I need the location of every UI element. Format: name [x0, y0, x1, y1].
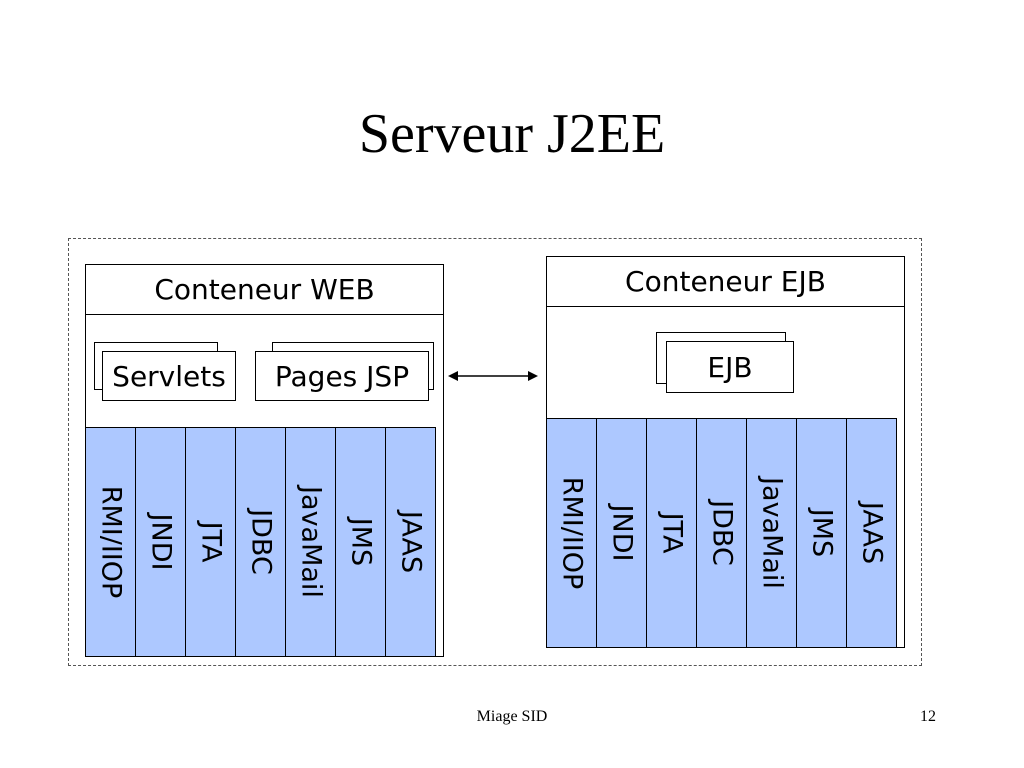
jsp-component: Pages JSP [248, 342, 438, 402]
servlets-label: Servlets [102, 351, 236, 401]
jsp-label: Pages JSP [255, 351, 429, 401]
ejb-api-row: RMI/IIOP JNDI JTA JDBC JavaMail JMS JAAS [546, 418, 897, 648]
ejb-component: EJB [656, 332, 796, 394]
web-api-jaas: JAAS [385, 427, 436, 657]
web-api-row: RMI/IIOP JNDI JTA JDBC JavaMail JMS JAAS [85, 427, 436, 657]
servlets-component: Servlets [94, 342, 244, 402]
ejb-api-jdbc: JDBC [696, 418, 747, 648]
ejb-api-jndi: JNDI [596, 418, 647, 648]
page-number: 12 [920, 708, 936, 725]
j2ee-server-frame [68, 238, 922, 666]
ejb-label: EJB [666, 341, 794, 393]
footer-text: Miage SID [476, 708, 548, 725]
web-api-jms: JMS [335, 427, 386, 657]
ejb-api-jta: JTA [646, 418, 697, 648]
slide-title: Serveur J2EE [358, 103, 666, 165]
web-container-header: Conteneur WEB [86, 265, 443, 315]
web-api-rmi-iiop: RMI/IIOP [85, 427, 136, 657]
ejb-api-jaas: JAAS [846, 418, 897, 648]
web-api-jndi: JNDI [135, 427, 186, 657]
ejb-api-jms: JMS [796, 418, 847, 648]
web-api-jdbc: JDBC [235, 427, 286, 657]
ejb-api-rmi-iiop: RMI/IIOP [546, 418, 597, 648]
ejb-api-javamail: JavaMail [746, 418, 797, 648]
ejb-container-header: Conteneur EJB [547, 257, 904, 307]
web-api-jta: JTA [185, 427, 236, 657]
web-api-javamail: JavaMail [285, 427, 336, 657]
bidirectional-arrow [448, 371, 538, 381]
